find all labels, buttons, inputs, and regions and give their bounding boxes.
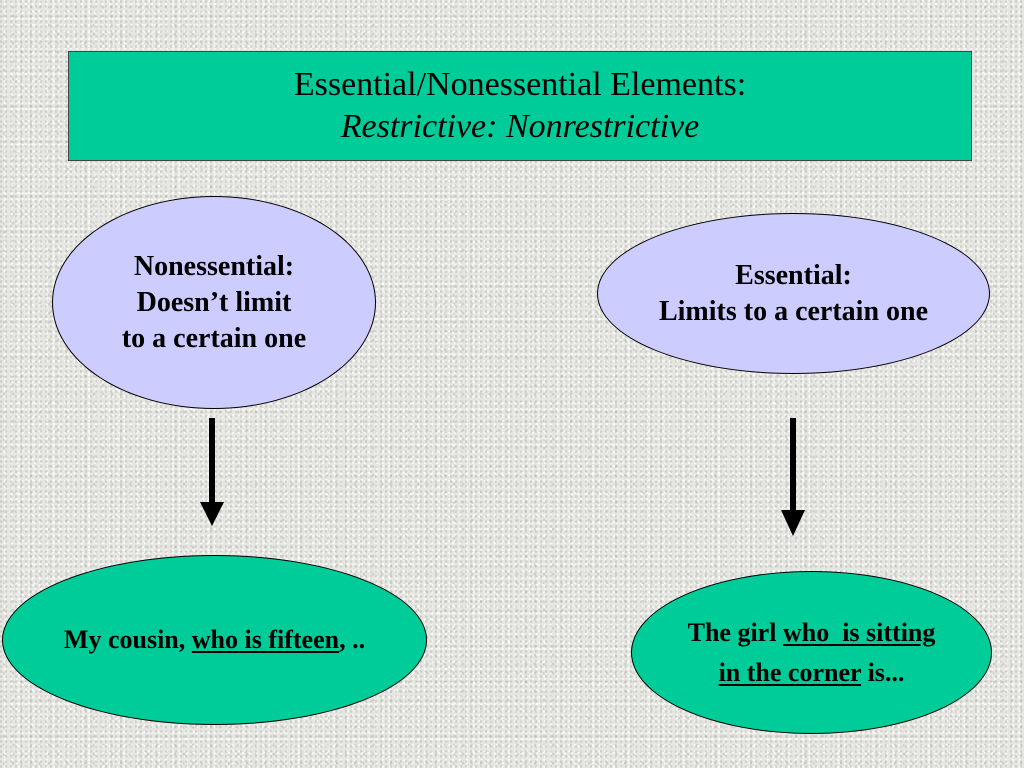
nonessential-line-2: Doesn’t limit bbox=[136, 286, 292, 318]
example-prefix: The girl bbox=[687, 617, 783, 647]
title-main: Essential/Nonessential Elements: bbox=[293, 66, 747, 103]
example-essential-oval: The girl who is sitting in the corner is… bbox=[631, 571, 992, 734]
title-subtitle: Restrictive: Nonrestrictive bbox=[340, 108, 700, 145]
example-essential-line-1: The girl who is sitting bbox=[688, 613, 936, 653]
essential-line-2: Limits to a certain one bbox=[658, 295, 929, 327]
nonessential-clause: who is fifteen bbox=[191, 625, 340, 654]
nonessential-line-3: to a certain one bbox=[121, 322, 307, 354]
essential-oval: Essential: Limits to a certain one bbox=[597, 213, 990, 374]
essential-clause-part-1: who is sitting bbox=[782, 617, 936, 647]
essential-clause-part-2: in the corner bbox=[718, 657, 862, 687]
title-box: Essential/Nonessential Elements: Restric… bbox=[68, 51, 972, 161]
nonessential-oval: Nonessential: Doesn’t limit to a certain… bbox=[52, 196, 376, 409]
example-suffix: , .. bbox=[339, 625, 366, 654]
down-arrow-right bbox=[781, 418, 805, 536]
example-nonessential-sentence: My cousin, who is fifteen, .. bbox=[64, 620, 365, 660]
nonessential-heading: Nonessential: bbox=[133, 250, 295, 282]
down-arrow-left bbox=[200, 418, 224, 526]
example-essential-line-2: in the corner is... bbox=[719, 653, 905, 693]
example-nonessential-oval: My cousin, who is fifteen, .. bbox=[2, 555, 427, 725]
example-suffix: is... bbox=[861, 657, 905, 687]
example-prefix: My cousin, bbox=[63, 625, 192, 654]
essential-heading: Essential: bbox=[735, 259, 852, 291]
